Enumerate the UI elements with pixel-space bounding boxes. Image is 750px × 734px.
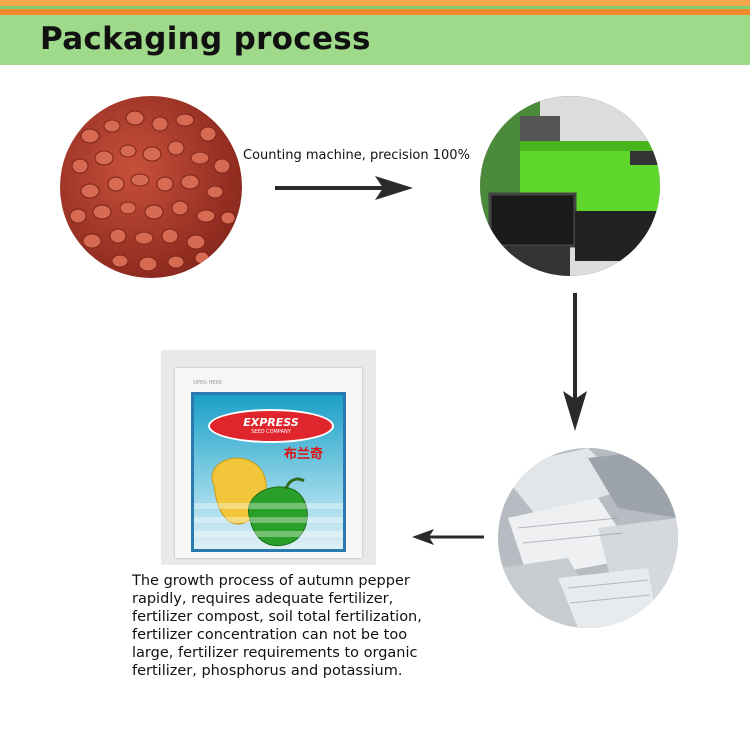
description-line: fertilizer, phosphorus and potassium. [132, 663, 403, 679]
counting-machine-photo [480, 96, 660, 276]
description-line: rapidly, requires adequate fertilizer, [132, 591, 394, 607]
foil-bags-photo [498, 448, 678, 628]
seeds-photo [60, 96, 242, 278]
description-text: The growth process of autumn pepper rapi… [132, 572, 452, 680]
top-stripe [0, 0, 750, 15]
product-name: 布兰奇 [284, 447, 324, 462]
arrow-right-icon [275, 176, 413, 200]
counting-machine-label: Counting machine, precision 100% [243, 148, 470, 163]
description-line: fertilizer concentration can not be too [132, 627, 408, 643]
description-line: fertilizer compost, soil total fertiliza… [132, 609, 422, 625]
brand-logo: EXPRESS SEED COMPANY [208, 409, 334, 443]
page-title: Packaging process [40, 21, 371, 57]
pepper-illustration [194, 457, 343, 547]
open-here-text: OPEN HERE [193, 380, 222, 386]
brand-subtitle: SEED COMPANY [251, 429, 291, 435]
header-banner [0, 15, 750, 65]
seed-packet-photo: OPEN HERE EXPRESS SEED COMPANY 布兰奇 [161, 350, 376, 565]
description-line: The growth process of autumn pepper [132, 573, 410, 589]
arrow-left-icon [412, 529, 484, 545]
description-line: large, fertilizer requirements to organi… [132, 645, 418, 661]
packet-artwork: EXPRESS SEED COMPANY 布兰奇 [191, 392, 346, 552]
arrow-down-icon [563, 293, 587, 431]
brand-name: EXPRESS [243, 416, 299, 429]
seed-packet: OPEN HERE EXPRESS SEED COMPANY 布兰奇 [175, 368, 362, 558]
